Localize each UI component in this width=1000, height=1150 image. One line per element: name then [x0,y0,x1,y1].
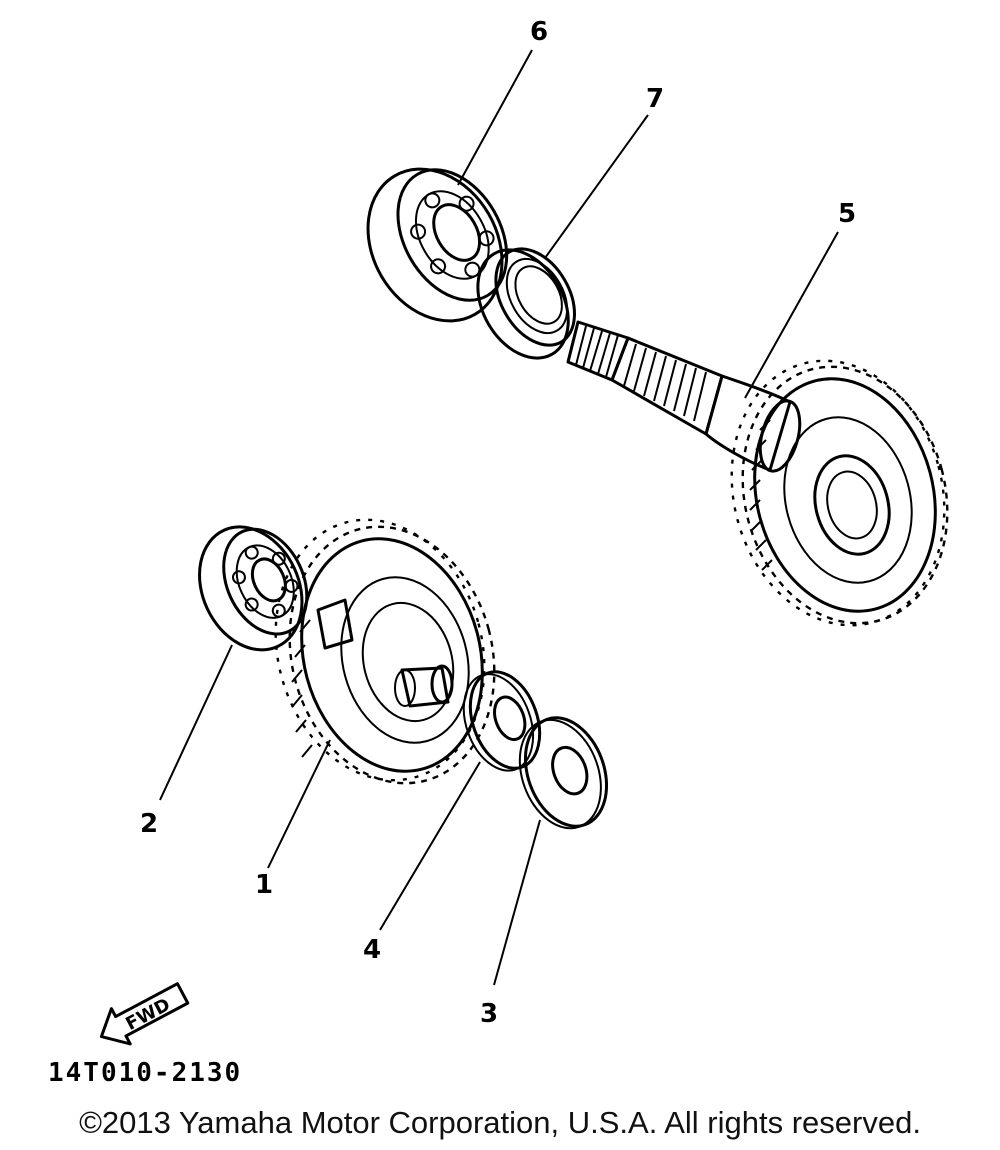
callout-6: 6 [530,17,548,47]
callout-2: 2 [140,809,158,839]
gear-part-1 [274,518,496,785]
leader-line-2 [159,644,233,801]
callout-3: 3 [480,999,498,1029]
copyright-notice: ©2013 Yamaha Motor Corporation, U.S.A. A… [79,1105,921,1140]
callout-1: 1 [255,870,273,900]
leader-line-7 [544,114,649,259]
callout-5: 5 [838,199,856,229]
callout-4: 4 [363,935,381,965]
leader-line-5 [744,231,839,399]
shaft-gear-part-5 [566,320,949,627]
callout-labels: 1 2 3 4 5 6 7 [140,17,856,1029]
leader-line-3 [493,819,541,986]
oil-seal-part-7 [476,247,576,360]
washer-part-4 [462,670,542,772]
drawing-code: 14T010-2130 [48,1058,243,1088]
callout-7: 7 [646,84,664,114]
leader-line-4 [379,761,481,931]
washer-part-3 [518,716,609,830]
fwd-arrow-icon: FWD [99,982,190,1046]
bearing-part-2 [198,525,309,652]
leader-line-1 [267,739,331,869]
leader-lines [159,49,839,986]
leader-line-6 [457,49,533,186]
bearing-part-6 [366,167,509,323]
